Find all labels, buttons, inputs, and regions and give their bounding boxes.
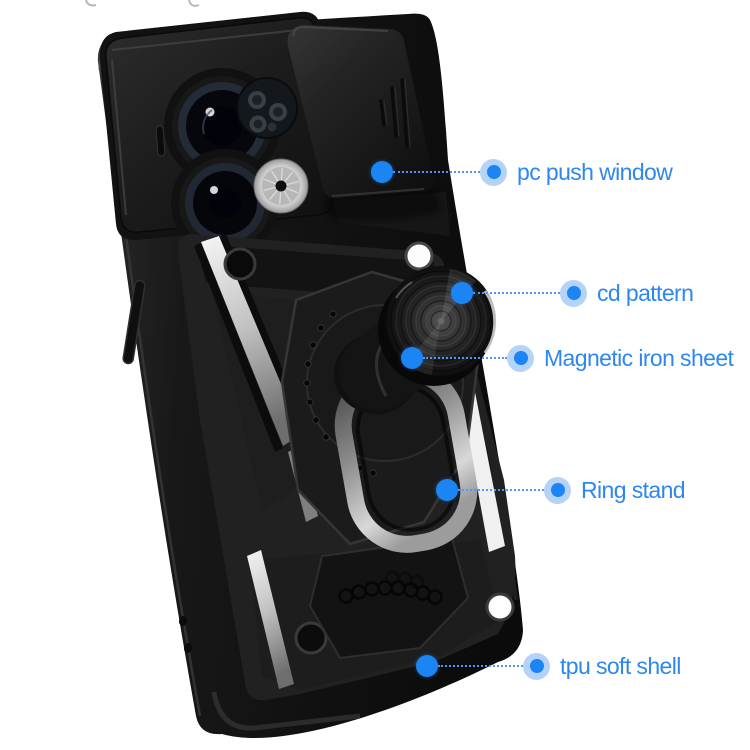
target-dot: [416, 655, 438, 677]
side-port-nubs: [178, 616, 193, 653]
silver-accent: [461, 392, 505, 552]
callout-label: pc push window: [517, 159, 673, 185]
push-window-cover: [287, 25, 452, 238]
target-dot: [451, 282, 473, 304]
callout-ring-stand: Ring stand: [436, 476, 686, 504]
camera-lens-small-cluster: [236, 77, 298, 139]
grip-grooves: [379, 78, 411, 148]
callout-label: Ring stand: [581, 477, 686, 503]
callout-cd-pattern: cd pattern: [451, 279, 694, 307]
leader-line: [438, 665, 523, 667]
screw-hole: [294, 621, 328, 655]
silver-accent: [201, 236, 302, 446]
tpu-inner-lip: [211, 691, 361, 731]
silver-accent: [247, 550, 294, 689]
marker-dot: [480, 158, 507, 186]
target-dot: [401, 347, 423, 369]
callout-tpu-soft-shell: tpu soft shell: [416, 652, 681, 680]
cropped-text-artifact: [85, 0, 200, 7]
mic-slit: [155, 125, 166, 157]
leader-line: [458, 489, 544, 491]
honeycomb-texture: [338, 570, 443, 605]
flash-ring: [253, 158, 309, 214]
through-hole: [485, 592, 515, 622]
target-dot: [436, 479, 458, 501]
marker-dot: [544, 476, 571, 504]
callout-label: cd pattern: [597, 280, 694, 306]
leader-line: [393, 171, 480, 173]
camera-lens-large-bottom: [171, 149, 279, 257]
screw-hole: [223, 247, 257, 281]
marker-dot: [523, 652, 550, 680]
callout-magnetic-iron-sheet: Magnetic iron sheet: [401, 344, 734, 372]
leader-line: [473, 292, 560, 294]
leader-line: [423, 357, 507, 359]
marker-dot: [560, 279, 587, 307]
callout-label: tpu soft shell: [560, 653, 681, 679]
callout-pc-push-window: pc push window: [371, 158, 673, 186]
marker-dot: [507, 344, 534, 372]
callout-label: Magnetic iron sheet: [544, 345, 734, 371]
target-dot: [371, 161, 393, 183]
through-hole: [404, 241, 434, 271]
volume-button: [122, 279, 146, 365]
